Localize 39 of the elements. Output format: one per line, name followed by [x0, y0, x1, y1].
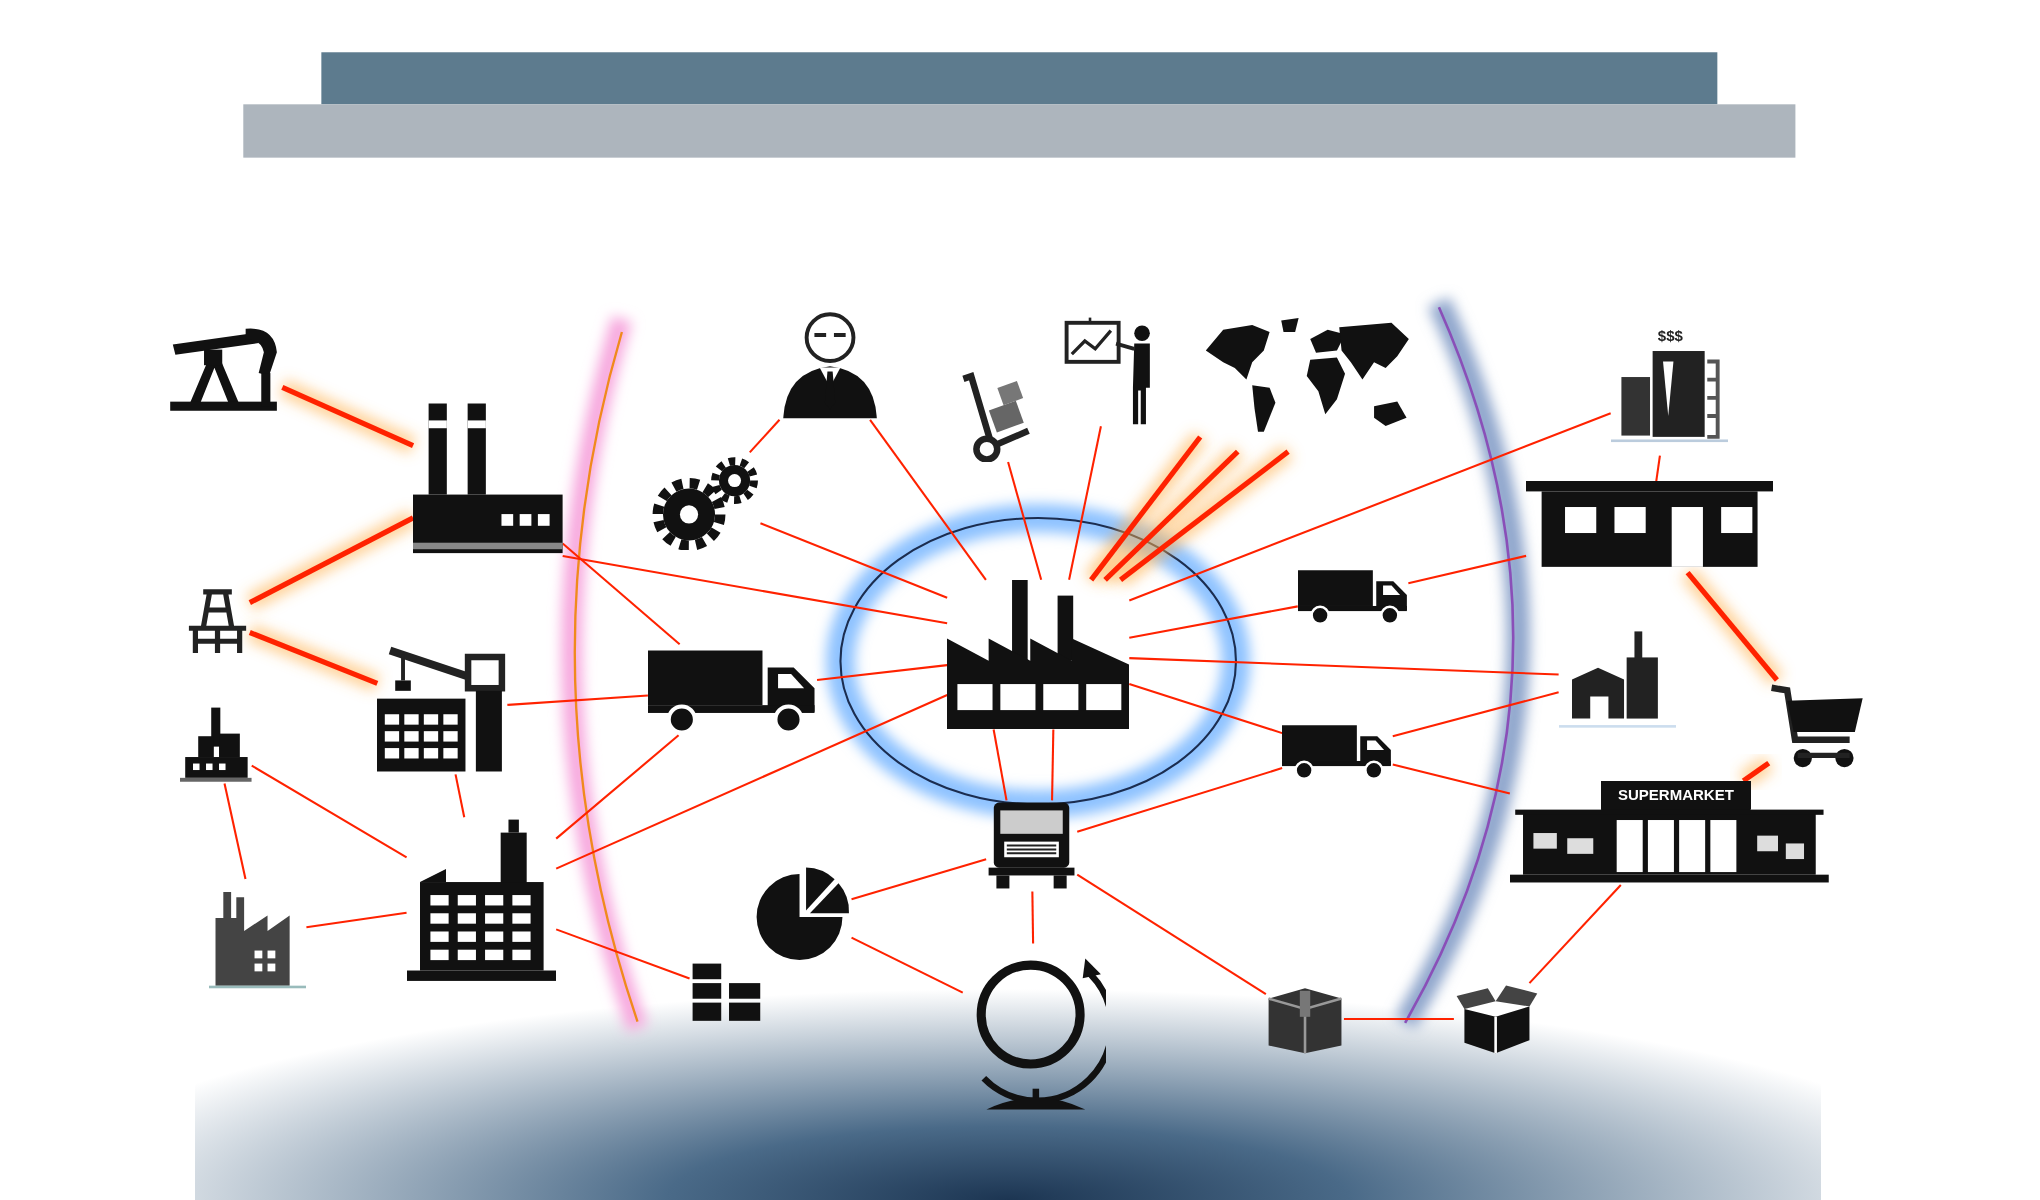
connector-line — [1076, 767, 1283, 833]
connector-line — [1007, 461, 1043, 581]
connector-line — [1128, 412, 1612, 602]
connector-line — [1741, 760, 1771, 783]
connector-line — [851, 858, 987, 901]
connector-line — [1655, 455, 1661, 482]
price-sign-text: $$$ — [1656, 326, 1684, 347]
connector-line — [1392, 691, 1559, 738]
connector-line — [760, 522, 948, 599]
connector-line — [555, 694, 948, 870]
connector-line — [869, 419, 987, 581]
connector-line — [749, 419, 781, 454]
connector-line — [454, 774, 466, 818]
connector-line — [1031, 891, 1035, 944]
connector-line — [306, 911, 407, 929]
connector-line — [223, 783, 247, 880]
connector-line — [248, 515, 415, 605]
connector-line — [1051, 729, 1055, 801]
connector-line — [1528, 884, 1622, 984]
connector-line — [248, 630, 379, 686]
connector-line — [555, 734, 680, 840]
connector-line — [562, 555, 948, 625]
connector-line — [1068, 426, 1102, 581]
connector-line — [1408, 554, 1527, 585]
connector-line — [1392, 763, 1511, 795]
store-sign-text: SUPERMARKET — [1601, 780, 1751, 810]
connector-line — [1128, 682, 1283, 735]
connector-line — [1076, 873, 1267, 996]
connector-line — [1129, 657, 1559, 676]
connector-line — [281, 385, 415, 449]
connector-line — [851, 936, 964, 994]
connector-line — [251, 764, 408, 859]
connector-line — [562, 542, 681, 645]
connector-line — [1343, 1017, 1454, 1020]
connector-line — [1685, 571, 1779, 682]
connector-line — [507, 694, 648, 706]
connector-line — [1129, 605, 1298, 639]
connector-line — [555, 928, 690, 980]
connector-line — [992, 729, 1008, 801]
